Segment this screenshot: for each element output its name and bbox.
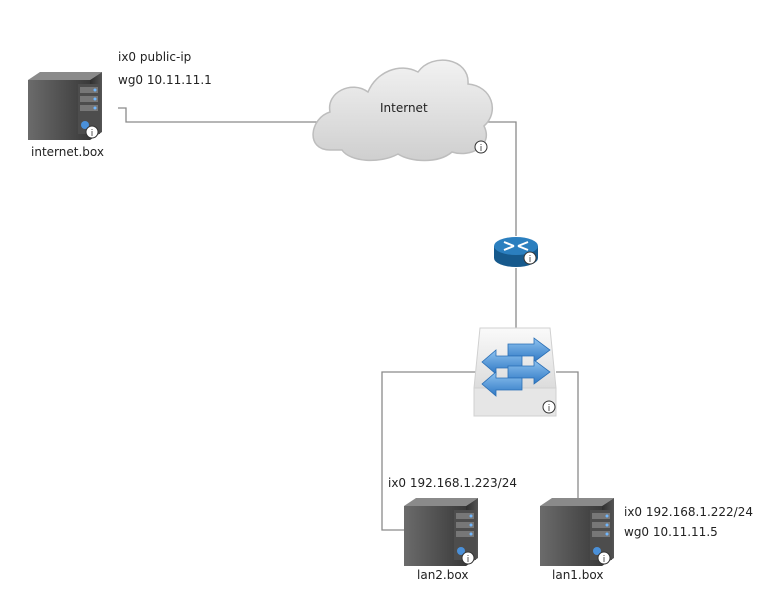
- internet-box-ix0-label: ix0 public-ip: [118, 50, 192, 64]
- cloud-icon[interactable]: [312, 59, 494, 162]
- link-internet-box-to-cloud: [118, 107, 318, 123]
- lan2-ix0-label: ix0 192.168.1.223/24: [388, 476, 517, 490]
- cloud-label: Internet: [380, 101, 428, 115]
- lan2-box-name: lan2.box: [417, 568, 469, 582]
- server-icon[interactable]: [404, 498, 478, 566]
- link-switch-to-lan2: [381, 371, 476, 531]
- info-icon[interactable]: [474, 140, 488, 155]
- internet-box-name: internet.box: [31, 145, 104, 159]
- connections: [118, 107, 579, 531]
- switch-icon[interactable]: [473, 327, 557, 417]
- lan1-box-name: lan1.box: [552, 568, 604, 582]
- server-icon[interactable]: [28, 72, 102, 147]
- lan1-wg0-label: wg0 10.11.11.5: [624, 525, 718, 539]
- router-icon[interactable]: [494, 237, 538, 267]
- internet-box-wg0-label: wg0 10.11.11.1: [118, 73, 212, 87]
- lan1-ix0-label: ix0 192.168.1.222/24: [624, 505, 753, 519]
- link-switch-to-lan1: [556, 371, 579, 500]
- server-icon[interactable]: [540, 498, 614, 566]
- link-cloud-to-router: [488, 121, 517, 236]
